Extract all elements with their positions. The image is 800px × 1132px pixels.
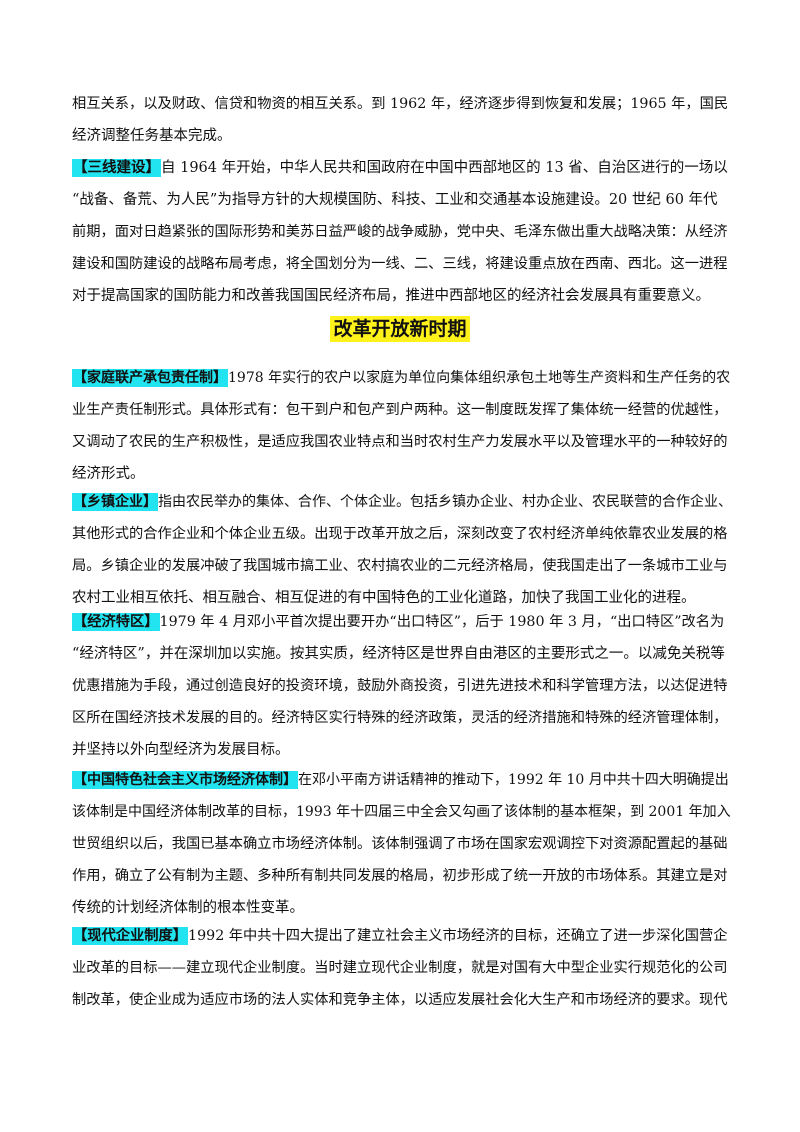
qiye-term: 【现代企业制度】 bbox=[72, 927, 189, 945]
shichang-paragraph: 【中国特色社会主义市场经济体制】在邓小平南方讲话精神的推动下，1992 年 10… bbox=[72, 764, 732, 924]
sanxian-paragraph: 【三线建设】自 1964 年开始，中华人民共和国政府在中国中西部地区的 13 省… bbox=[72, 152, 732, 312]
xiangzhen-paragraph: 【乡镇企业】指由农民举办的集体、合作、个体企业。包括乡镇办企业、村办企业、农民联… bbox=[72, 486, 732, 614]
tequ-first-line: 1979 年 4 月邓小平首次提出要开办“出口特区”，后于 1980 年 3 月… bbox=[159, 614, 725, 630]
xiangzhen-line-4: 农村工业相互依托、相互融合、相互促进的有中国特色的工业化道路，加快了我国工业化的… bbox=[72, 590, 696, 606]
section-heading: 改革开放新时期 bbox=[0, 314, 800, 342]
shichang-term: 【中国特色社会主义市场经济体制】 bbox=[72, 771, 298, 789]
shichang-line-4: 作用，确立了公有制为主题、多种所有制共同发展的格局，初步形成了统一开放的市场体系… bbox=[72, 868, 728, 884]
jiating-line-2: 业生产责任制形式。具体形式有：包干到户和包产到户两种。这一制度既发挥了集体统一经… bbox=[72, 402, 728, 418]
shichang-line-2: 该体制是中国经济体制改革的目标，1993 年十四届三中全会又勾画了该体制的基本框… bbox=[72, 804, 731, 820]
tequ-term: 【经济特区】 bbox=[72, 613, 160, 631]
tequ-paragraph: 【经济特区】1979 年 4 月邓小平首次提出要开办“出口特区”，后于 1980… bbox=[72, 606, 732, 766]
sanxian-line-3: 前期，面对日趋紧张的国际形势和美苏日益严峻的战争威胁，党中央、毛泽东做出重大战略… bbox=[72, 224, 728, 240]
jiating-term: 【家庭联产承包责任制】 bbox=[72, 369, 228, 387]
intro-paragraph: 相互关系，以及财政、信贷和物资的相互关系。到 1962 年，经济逐步得到恢复和发… bbox=[72, 88, 732, 152]
qiye-line-3: 制改革，使企业成为适应市场的法人实体和竞争主体，以适应发展社会化大生产和市场经济… bbox=[72, 992, 728, 1008]
tequ-line-4: 区所在国经济技术发展的目的。经济特区实行特殊的经济政策，灵活的经济措施和特殊的经… bbox=[72, 710, 728, 726]
intro-line-1: 相互关系，以及财政、信贷和物资的相互关系。到 1962 年，经济逐步得到恢复和发… bbox=[72, 96, 729, 112]
tequ-line-2: “经济特区”，并在深圳加以实施。按其实质，经济特区是世界自由港区的主要形式之一。… bbox=[72, 646, 725, 662]
shichang-line-3: 世贸组织以后，我国已基本确立市场经济体制。该体制强调了市场在国家宏观调控下对资源… bbox=[72, 836, 728, 852]
qiye-paragraph: 【现代企业制度】1992 年中共十四大提出了建立社会主义市场经济的目标，还确立了… bbox=[72, 920, 732, 1016]
jiating-paragraph: 【家庭联产承包责任制】1978 年实行的农户以家庭为单位向集体组织承包土地等生产… bbox=[72, 362, 732, 490]
xiangzhen-first-line: 指由农民举办的集体、合作、个体企业。包括乡镇办企业、村办企业、农民联营的合作企业… bbox=[158, 494, 732, 510]
shichang-first-line: 在邓小平南方讲话精神的推动下，1992 年 10 月中共十四大明确提出 bbox=[298, 772, 729, 788]
tequ-line-5: 并坚持以外向型经济为发展目标。 bbox=[72, 742, 290, 758]
qiye-first-line: 1992 年中共十四大提出了建立社会主义市场经济的目标，还确立了进一步深化国营企 bbox=[188, 928, 728, 944]
sanxian-line-2: “战备、备荒、为人民”为指导方针的大规模国防、科技、工业和交通基本设施建设。20… bbox=[72, 192, 718, 208]
section-title: 改革开放新时期 bbox=[330, 316, 470, 342]
xiangzhen-line-3: 局。乡镇企业的发展冲破了我国城市搞工业、农村搞农业的二元经济格局，使我国走出了一… bbox=[72, 558, 728, 574]
qiye-line-2: 业改革的目标——建立现代企业制度。当时建立现代企业制度，就是对国有大中型企业实行… bbox=[72, 960, 728, 976]
shichang-line-5: 传统的计划经济体制的根本性变革。 bbox=[72, 900, 304, 916]
sanxian-first-line: 自 1964 年开始，中华人民共和国政府在中国中西部地区的 13 省、自治区进行… bbox=[161, 160, 728, 176]
xiangzhen-term: 【乡镇企业】 bbox=[72, 493, 158, 511]
intro-line-2: 经济调整任务基本完成。 bbox=[72, 128, 232, 144]
jiating-line-3: 又调动了农民的生产积极性，是适应我国农业特点和当时农村生产力发展水平以及管理水平… bbox=[72, 434, 728, 450]
jiating-line-4: 经济形式。 bbox=[72, 466, 145, 482]
sanxian-line-5: 对于提高国家的国防能力和改善我国国民经济布局，推进中西部地区的经济社会发展具有重… bbox=[72, 288, 710, 304]
jiating-first-line: 1978 年实行的农户以家庭为单位向集体组织承包土地等生产资料和生产任务的农 bbox=[228, 370, 731, 386]
xiangzhen-line-2: 其他形式的合作企业和个体企业五级。出现于改革开放之后，深刻改变了农村经济单纯依靠… bbox=[72, 526, 728, 542]
tequ-line-3: 优惠措施为手段，通过创造良好的投资环境，鼓励外商投资，引进先进技术和科学管理方法… bbox=[72, 678, 728, 694]
sanxian-line-4: 建设和国防建设的战略布局考虑，将全国划分为一线、二、三线，将建设重点放在西南、西… bbox=[72, 256, 728, 272]
sanxian-term: 【三线建设】 bbox=[72, 159, 161, 177]
